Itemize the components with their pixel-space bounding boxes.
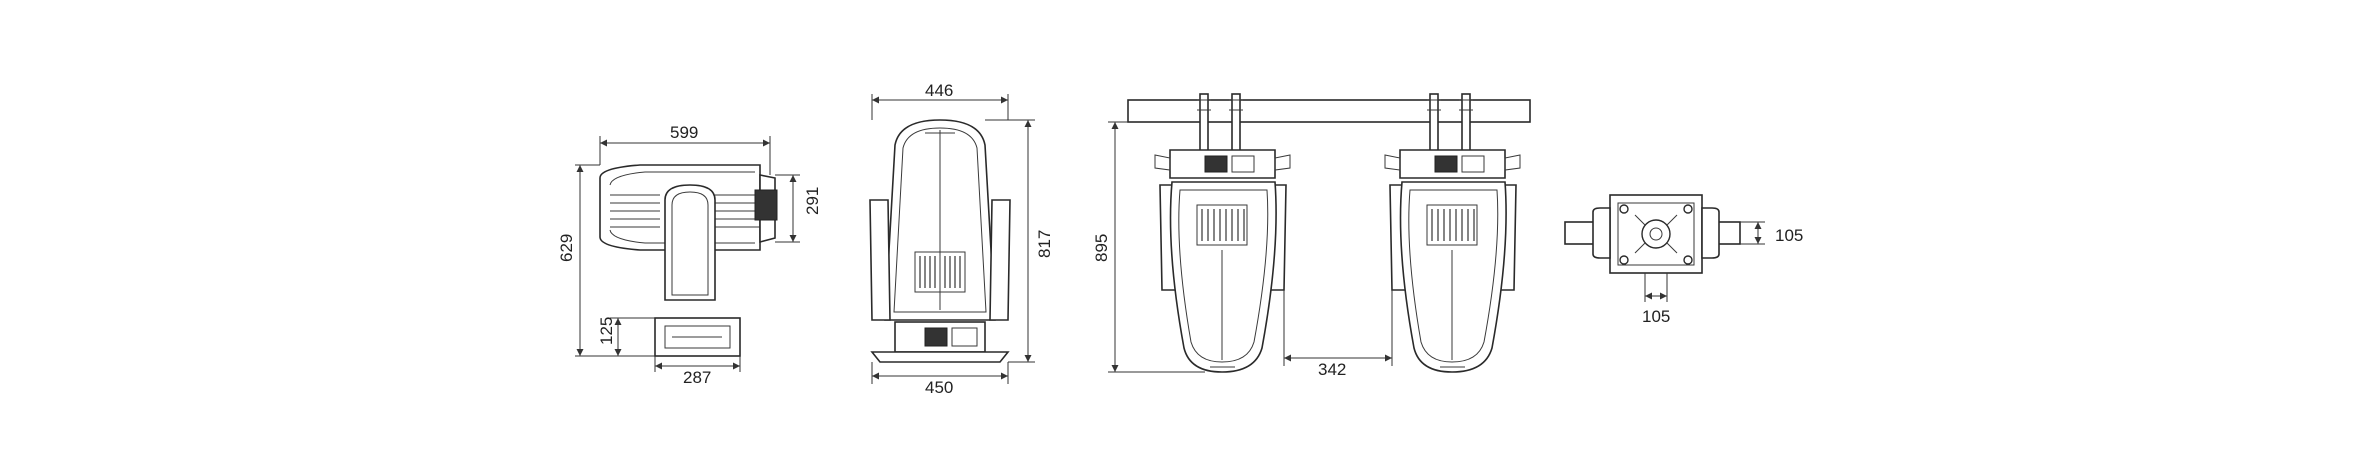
dim-label: 105 [1642, 307, 1670, 326]
base-bottom-view: 105 105 [1564, 194, 1803, 326]
dim-label: 287 [683, 368, 711, 387]
hanging-view: 895 342 [1092, 93, 1531, 379]
dim-label: 342 [1318, 360, 1346, 379]
hanging-grille-right [1431, 209, 1475, 241]
dim-label: 125 [597, 317, 616, 345]
side-stripes [610, 194, 765, 228]
dim-label: 446 [925, 81, 953, 100]
dim-label: 895 [1092, 234, 1111, 262]
dim-label: 450 [925, 378, 953, 397]
hanging-fixture-left [1154, 93, 1291, 373]
hanging-fixture-right [1384, 93, 1521, 373]
dim-label: 629 [557, 234, 576, 262]
dim-label: 105 [1775, 226, 1803, 245]
front-grille [919, 256, 961, 288]
dim-label: 291 [803, 187, 822, 215]
dim-label: 599 [670, 123, 698, 142]
dim-label: 817 [1035, 230, 1054, 258]
front-view: 446 817 450 [869, 81, 1054, 397]
hanging-grille-left [1201, 209, 1245, 241]
side-view: 599 629 291 125 287 [557, 123, 822, 387]
